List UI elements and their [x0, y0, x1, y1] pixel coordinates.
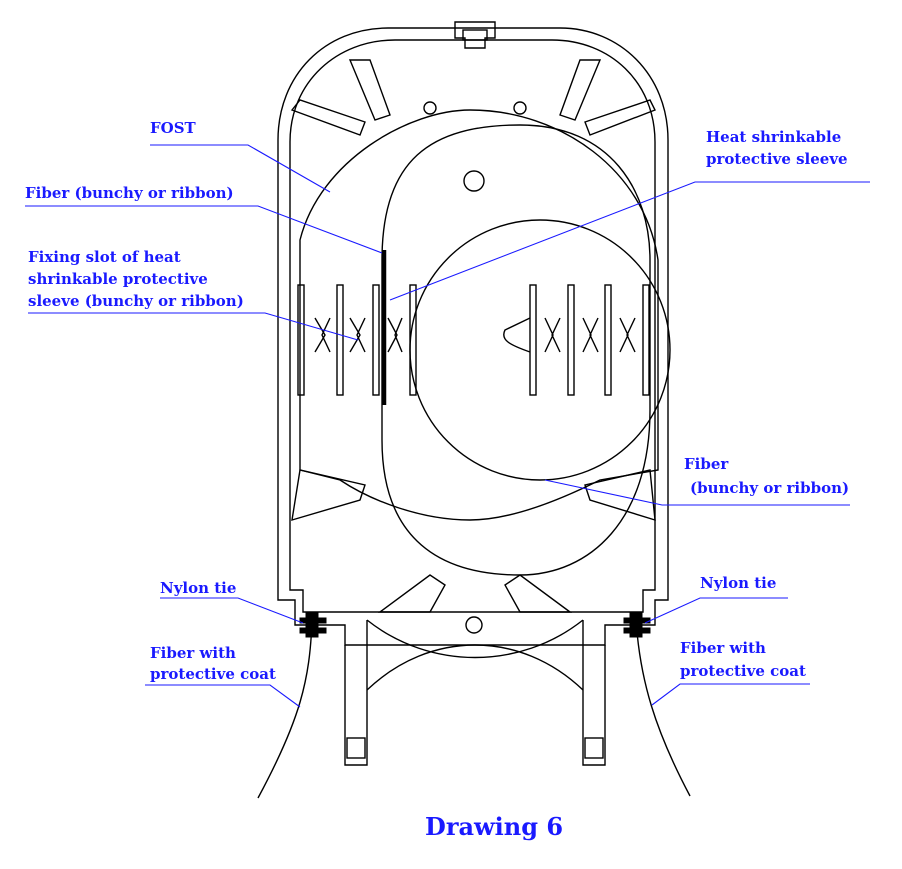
label-fixing-slot-line: sleeve (bunchy or ribbon) [28, 292, 244, 310]
label-fixing-slot-line: shrinkable protective [28, 270, 208, 288]
splice-tray [290, 59, 659, 634]
coated-fibers [257, 612, 691, 799]
drawing-caption: Drawing 6 [425, 812, 564, 841]
label-fiber-coat-right-line: protective coat [680, 662, 806, 680]
label-fiber-right-line: Fiber [684, 455, 729, 473]
right-fixing-slots [503, 284, 650, 396]
label-fiber-top: Fiber (bunchy or ribbon) [25, 184, 234, 202]
label-nylon-tie-left: Nylon tie [160, 579, 237, 597]
label-fiber-coat-right-line: Fiber with [680, 639, 766, 657]
label-heat-sleeve-line: protective sleeve [706, 150, 848, 168]
label-heat-sleeve-line: Heat shrinkable [706, 128, 842, 146]
label-nylon-tie-right: Nylon tie [700, 574, 777, 592]
label-fiber-coat-left-line: protective coat [150, 665, 276, 683]
label-fost: FOST [150, 119, 196, 137]
label-fiber-right-line: (bunchy or ribbon) [690, 479, 850, 497]
bottom-bracket [344, 619, 606, 766]
label-fixing-slot-line: Fixing slot of heat [28, 248, 181, 266]
leader-lines [25, 144, 870, 708]
label-fiber-coat-left-line: Fiber with [150, 644, 236, 662]
left-fixing-slots [297, 284, 417, 396]
